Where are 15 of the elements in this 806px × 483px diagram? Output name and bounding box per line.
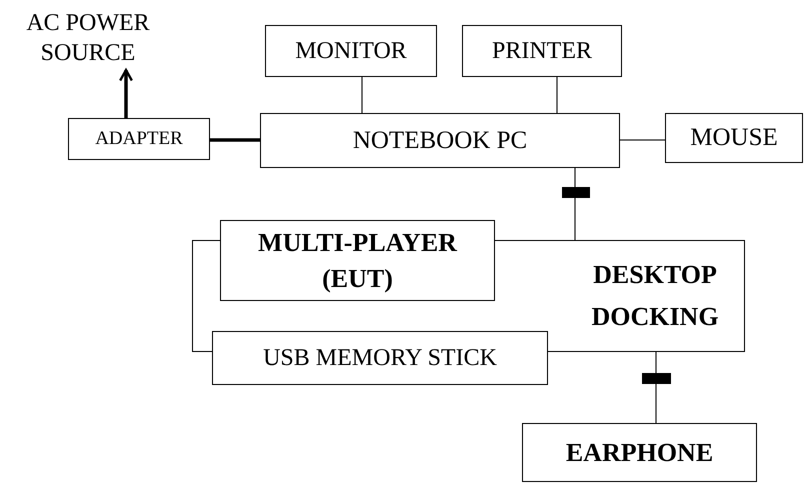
connector — [210, 138, 260, 142]
device-box: EARPHONE — [522, 423, 757, 482]
connector — [556, 76, 558, 114]
device-box: USB MEMORY STICK — [212, 331, 548, 385]
connector — [642, 352, 671, 424]
device-box: NOTEBOOK PC — [260, 113, 620, 168]
docking-box: DESKTOP DOCKING — [548, 240, 745, 352]
connector — [562, 168, 590, 240]
connector — [119, 68, 133, 118]
source-label: AC POWER SOURCE — [8, 6, 168, 70]
device-box: MOUSE — [665, 113, 803, 163]
device-box: ADAPTER — [68, 118, 210, 160]
device-box: MONITOR — [265, 25, 437, 77]
device-box: MULTI-PLAYER (EUT) — [220, 220, 495, 301]
device-box: PRINTER — [462, 25, 622, 77]
